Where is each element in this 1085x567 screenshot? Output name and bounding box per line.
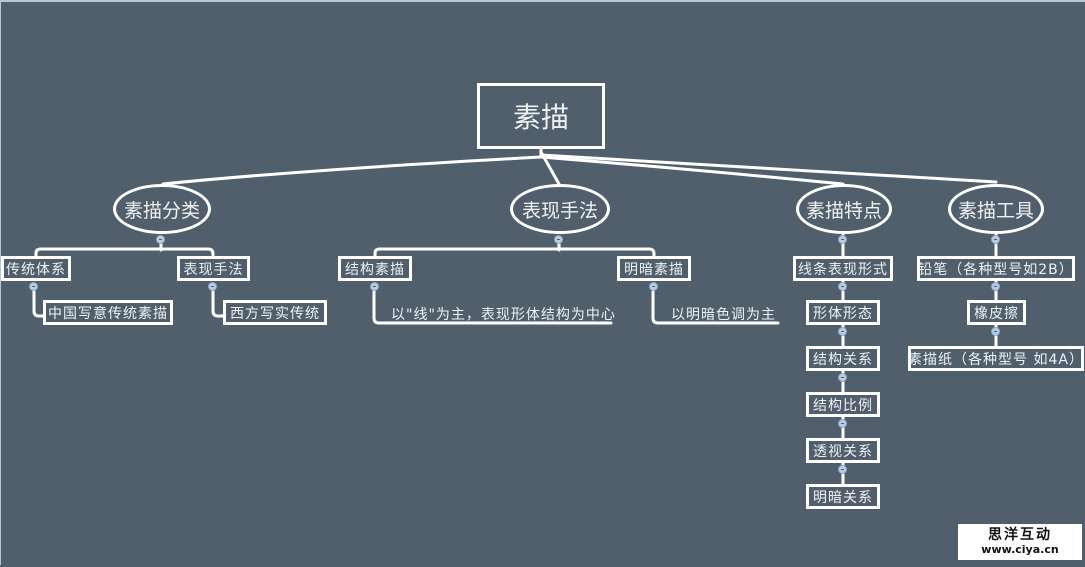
collapse-toggle-icon[interactable] xyxy=(991,235,1000,244)
node-structural-proportion[interactable]: 结构比例 xyxy=(806,392,880,417)
branch-label: 素描工具 xyxy=(957,199,1034,222)
node-western-realism[interactable]: 西方写实传统 xyxy=(223,300,327,325)
node-expression-technique[interactable]: 表现手法 xyxy=(177,256,250,281)
watermark-logo: 思洋互动 www.ciya.cn xyxy=(958,524,1082,560)
node-pencil[interactable]: 铅笔（各种型号如2B） xyxy=(917,256,1075,281)
collapse-toggle-icon[interactable] xyxy=(156,235,165,244)
node-label: 结构关系 xyxy=(813,351,873,368)
watermark-url: www.ciya.cn xyxy=(981,543,1059,556)
branch-node-sketch-categories[interactable]: 素描分类 xyxy=(113,184,211,234)
node-line-focus-description[interactable]: 以"线"为主，表现形体结构为中心 xyxy=(391,307,616,323)
node-chiaroscuro-sketch[interactable]: 明暗素描 xyxy=(617,256,691,281)
node-label: 铅笔（各种型号如2B） xyxy=(918,261,1074,278)
collapse-toggle-icon[interactable] xyxy=(838,235,847,244)
node-form-shape[interactable]: 形体形态 xyxy=(806,300,880,325)
collapse-toggle-icon[interactable] xyxy=(29,282,38,291)
node-traditional-system[interactable]: 传统体系 xyxy=(1,256,71,281)
node-sketch-paper[interactable]: 素描纸（各种型号 如4A） xyxy=(908,346,1084,371)
collapse-toggle-icon[interactable] xyxy=(991,327,1000,336)
node-structural-relations[interactable]: 结构关系 xyxy=(806,346,880,371)
root-label: 素描 xyxy=(512,101,569,134)
collapse-toggle-icon[interactable] xyxy=(554,235,563,244)
watermark-title: 思洋互动 xyxy=(988,527,1052,543)
collapse-toggle-icon[interactable] xyxy=(370,282,379,291)
node-label: 明暗素描 xyxy=(624,261,684,278)
branch-node-sketch-features[interactable]: 素描特点 xyxy=(796,184,892,234)
node-line-expression[interactable]: 线条表现形式 xyxy=(793,256,893,281)
collapse-toggle-icon[interactable] xyxy=(991,282,1000,291)
branch-label: 表现手法 xyxy=(521,199,598,222)
node-label: 结构比例 xyxy=(813,397,873,414)
node-label: 西方写实传统 xyxy=(230,305,320,322)
node-tone-focus-description[interactable]: 以明暗色调为主 xyxy=(671,307,776,323)
node-label: 线条表现形式 xyxy=(798,261,888,278)
collapse-toggle-icon[interactable] xyxy=(838,419,847,428)
node-label: 透视关系 xyxy=(813,443,873,460)
branch-node-sketch-tools[interactable]: 素描工具 xyxy=(948,184,1044,234)
node-chinese-freehand-sketch[interactable]: 中国写意传统素描 xyxy=(43,300,173,325)
collapse-toggle-icon[interactable] xyxy=(838,282,847,291)
node-light-shadow-relations[interactable]: 明暗关系 xyxy=(806,484,880,509)
node-label: 表现手法 xyxy=(183,261,244,278)
collapse-toggle-icon[interactable] xyxy=(838,327,847,336)
node-label: 素描纸（各种型号 如4A） xyxy=(908,351,1084,368)
node-label: 结构素描 xyxy=(345,261,405,278)
node-structural-sketch[interactable]: 结构素描 xyxy=(338,256,412,281)
node-label: 中国写意传统素描 xyxy=(48,305,168,322)
collapse-toggle-icon[interactable] xyxy=(838,465,847,474)
collapse-toggle-icon[interactable] xyxy=(838,373,847,382)
branch-label: 素描分类 xyxy=(123,199,200,222)
collapse-toggle-icon[interactable] xyxy=(649,282,658,291)
collapse-toggle-icon[interactable] xyxy=(208,282,217,291)
branch-node-expression-techniques[interactable]: 表现手法 xyxy=(510,184,610,234)
node-label: 形体形态 xyxy=(813,305,873,322)
node-perspective-relations[interactable]: 透视关系 xyxy=(806,438,880,463)
node-label: 橡皮擦 xyxy=(974,305,1019,322)
node-eraser[interactable]: 橡皮擦 xyxy=(967,300,1026,325)
root-node[interactable]: 素描 xyxy=(477,83,605,149)
node-label: 传统体系 xyxy=(6,261,66,278)
node-label: 明暗关系 xyxy=(813,489,873,506)
branch-label: 素描特点 xyxy=(805,199,882,222)
